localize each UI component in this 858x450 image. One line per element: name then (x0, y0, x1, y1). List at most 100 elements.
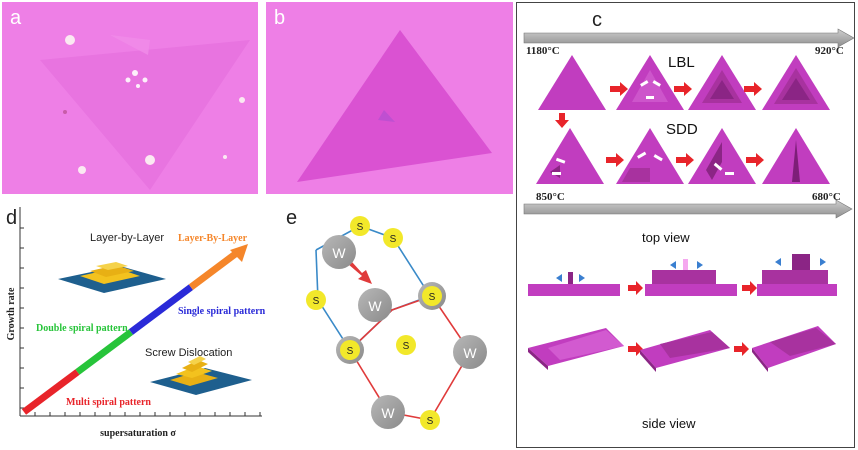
temp-bottom-right: 680°C (812, 191, 841, 203)
panel-a-particle (239, 97, 245, 103)
temp-top-left: 1180°C (526, 45, 560, 57)
blue-arrow-left (556, 274, 562, 282)
blue-arrow-right (820, 258, 826, 266)
panel-c-letter: c (592, 9, 602, 31)
panel-a-fragment (110, 35, 150, 55)
atom-s (383, 228, 403, 248)
temperature-arrow-top (523, 28, 855, 48)
temp-top-right: 920°C (815, 45, 844, 57)
sideview-top-2 (660, 332, 730, 358)
red-arrow-right (676, 153, 694, 167)
red-arrow-down (555, 113, 569, 128)
panel-a-particle (136, 84, 140, 88)
inset-bottom-spiral-4 (188, 356, 206, 365)
atom-s (350, 216, 370, 236)
red-arrow-right (606, 153, 624, 167)
sideview-edge-1 (528, 348, 548, 370)
atom-w (371, 395, 405, 429)
red-arrow-right (628, 342, 643, 356)
growth-arrowhead (230, 244, 248, 262)
panel-a-particle (132, 70, 138, 76)
atom-w (358, 288, 392, 322)
atom-s-label: S (357, 222, 364, 233)
panel-b-letter: b (274, 7, 285, 29)
topview-step-1 (568, 272, 573, 284)
lbl-triangle-1 (538, 55, 606, 110)
sideview-top-1 (548, 330, 624, 360)
red-double-arrow (348, 262, 372, 284)
blue-arrow-right (579, 274, 585, 282)
panel-a-particle (78, 166, 86, 174)
panel-e: e W W W W S S S S S S S (286, 207, 487, 430)
chart-y-label: Growth rate (6, 287, 17, 340)
atom-w (453, 335, 487, 369)
segment-label-double-spiral: Double spiral pattern (36, 323, 128, 334)
lbl-white-arrow (640, 80, 649, 87)
atom-s-label: S (403, 341, 410, 352)
topview-base-2 (645, 284, 737, 296)
red-arrow-right (734, 342, 749, 356)
growth-segment (188, 249, 241, 291)
sdd-white-arrow (637, 151, 647, 159)
atom-s-label: S (429, 292, 436, 303)
inset-top-layer-3 (96, 262, 128, 270)
panel-a: a (2, 2, 258, 194)
topview-step-2 (683, 259, 688, 270)
panel-a-particle (65, 35, 75, 45)
panel-e-letter: e (286, 207, 297, 229)
panel-b: b (266, 2, 513, 194)
panel-d: d Growth rate supersaturation σ Double s… (6, 207, 266, 439)
lbl-triangle-2-inner (632, 70, 668, 102)
sdd-white-arrow (725, 172, 734, 175)
inset-top-label: Layer-by-Layer (90, 232, 164, 244)
atom-s (340, 340, 360, 360)
topview-layer-3 (762, 270, 828, 284)
blue-arrow-left (670, 261, 676, 269)
lbl-triangle-4-core (782, 78, 810, 100)
lbl-label: LBL (668, 54, 695, 71)
panel-b-nucleus (378, 110, 395, 122)
panel-d-letter: d (6, 207, 17, 229)
red-arrow-right (746, 153, 764, 167)
red-arrow-right (744, 82, 762, 96)
atom-w-label: W (381, 405, 395, 421)
sideview-edge-2 (640, 350, 656, 372)
top-view-label: top view (642, 230, 690, 245)
atom-s-label: S (390, 234, 397, 245)
panel-a-particle (223, 155, 227, 159)
growth-segment (75, 329, 134, 375)
red-arrow-right (628, 281, 643, 295)
inset-bottom-spiral-3 (182, 360, 208, 372)
panel-a-particle (142, 77, 148, 83)
atom-s-label: S (427, 416, 434, 427)
panel-a-particle (145, 155, 155, 165)
sdd-spiral (706, 142, 722, 180)
atom-s (306, 290, 326, 310)
panel-a-particle (125, 77, 131, 83)
blue-arrow-left (775, 258, 781, 266)
topview-step-3 (792, 254, 810, 270)
lbl-white-arrow (652, 80, 661, 87)
sdd-white-arrow (552, 172, 561, 175)
topview-base-3 (757, 284, 837, 296)
sdd-white-arrow (555, 157, 566, 164)
growth-segment (128, 284, 194, 335)
sideview-top-3 (770, 328, 836, 356)
temperature-arrow-bottom (523, 199, 853, 219)
red-arrow-right (742, 281, 757, 295)
topview-layer-2 (652, 270, 716, 284)
atom-w (322, 235, 356, 269)
sideview-edge-3 (752, 348, 768, 372)
panel-a-particle (63, 110, 67, 114)
sdd-label: SDD (666, 121, 698, 138)
chart-x-label: supersaturation σ (100, 428, 176, 439)
sdd-white-arrow (713, 162, 723, 171)
atom-s (396, 335, 416, 355)
chart-series (21, 244, 248, 415)
chart-ticks (20, 227, 261, 416)
growth-segment (21, 369, 80, 415)
inset-top-layer-2 (90, 265, 134, 277)
segment-label-single-spiral: Single spiral pattern (178, 306, 266, 317)
side-view-label: side view (642, 416, 696, 431)
